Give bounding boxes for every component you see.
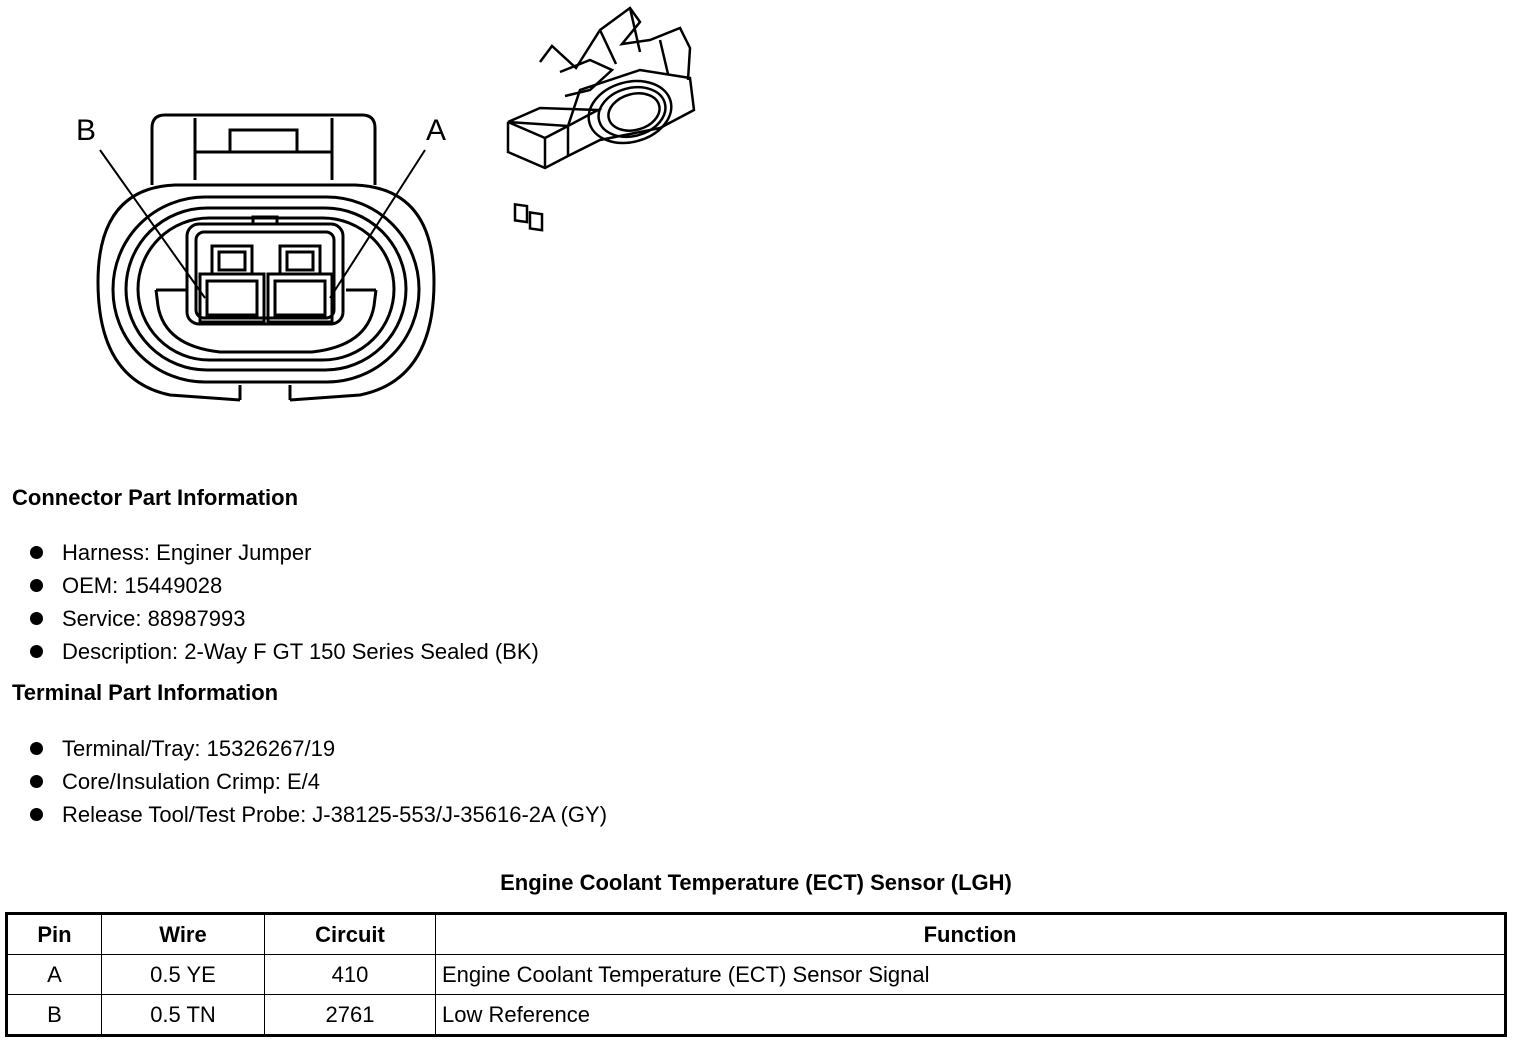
connector-figure: B A [0,0,760,430]
terminal-info-list: Terminal/Tray: 15326267/19 Core/Insulati… [28,732,607,831]
cell-wire: 0.5 TN [101,994,265,1036]
list-item: Harness: Enginer Jumper [28,536,539,569]
bullet-icon [30,546,43,559]
table-row: A 0.5 YE 410 Engine Coolant Temperature … [6,954,1506,995]
column-header-circuit: Circuit [264,913,436,955]
column-header-wire: Wire [101,913,265,955]
table-header-row: Pin Wire Circuit Function [6,913,1506,955]
list-item: Core/Insulation Crimp: E/4 [28,765,607,798]
connector-face-drawing [96,6,696,402]
connector-info-list: Harness: Enginer Jumper OEM: 15449028 Se… [28,536,539,668]
list-item: Service: 88987993 [28,602,539,635]
bullet-icon [30,775,43,788]
bullet-icon [30,612,43,625]
connector-info-heading: Connector Part Information [12,485,299,510]
table-row: B 0.5 TN 2761 Low Reference [6,994,1506,1036]
pin-b-label: B [76,114,97,147]
cell-circuit: 2761 [264,994,436,1036]
cell-pin: A [6,954,102,995]
cell-function: Engine Coolant Temperature (ECT) Sensor … [435,954,1506,995]
pinout-table: Pin Wire Circuit Function A 0.5 YE 410 E… [5,912,1507,1037]
bullet-icon [30,742,43,755]
bullet-icon [30,808,43,821]
cell-wire: 0.5 YE [101,954,265,995]
terminal-info-heading: Terminal Part Information [12,680,279,705]
bullet-icon [30,645,43,658]
cell-function: Low Reference [435,994,1506,1036]
table-title: Engine Coolant Temperature (ECT) Sensor … [500,870,1012,895]
column-header-function: Function [435,913,1506,955]
list-item: Terminal/Tray: 15326267/19 [28,732,607,765]
list-item: OEM: 15449028 [28,569,539,602]
pin-a-label: A [426,114,447,147]
column-header-pin: Pin [6,913,102,955]
list-item: Release Tool/Test Probe: J-38125-553/J-3… [28,798,607,831]
cell-circuit: 410 [264,954,436,995]
bullet-icon [30,579,43,592]
cell-pin: B [6,994,102,1036]
connector-side-view-drawing [506,6,696,232]
list-item: Description: 2-Way F GT 150 Series Seale… [28,635,539,668]
